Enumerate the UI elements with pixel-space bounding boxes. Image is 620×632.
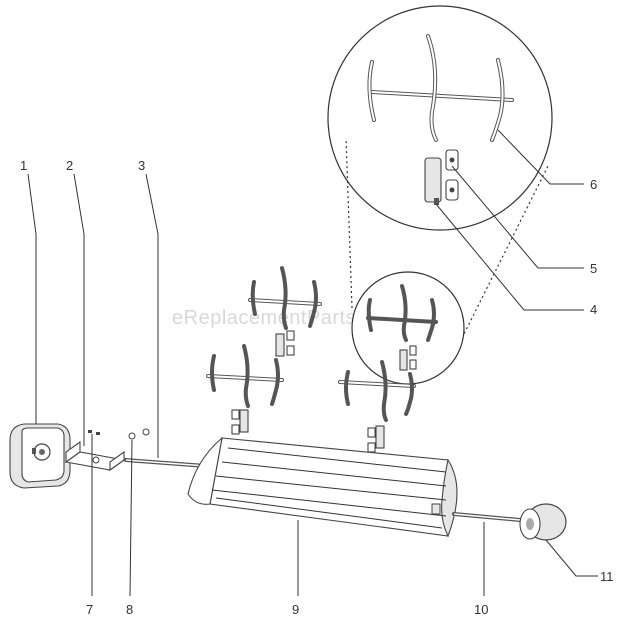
callout-8: 8 bbox=[126, 602, 133, 617]
tine-assembly-right bbox=[338, 360, 416, 453]
mounting-bracket bbox=[64, 440, 126, 472]
callout-5: 5 bbox=[590, 261, 597, 276]
end-cap bbox=[519, 503, 567, 541]
motor-housing bbox=[9, 423, 71, 489]
magnifier-connector-right bbox=[461, 165, 549, 339]
callout-3: 3 bbox=[138, 158, 145, 173]
callout-2: 2 bbox=[66, 158, 73, 173]
callout-6: 6 bbox=[590, 177, 597, 192]
callout-7: 7 bbox=[86, 602, 93, 617]
drive-shaft-left bbox=[124, 458, 208, 468]
callout-11: 11 bbox=[600, 569, 614, 584]
leader-lines bbox=[27, 129, 598, 597]
drive-shaft-right bbox=[452, 512, 522, 522]
magnifier-circle-large bbox=[327, 5, 553, 231]
callout-labels: 1 2 3 4 5 6 7 8 9 10 11 bbox=[20, 158, 614, 617]
nuts bbox=[128, 428, 150, 440]
tine-assembly-left bbox=[206, 344, 284, 435]
callout-1: 1 bbox=[20, 158, 27, 173]
callout-10: 10 bbox=[474, 602, 488, 617]
tine-assembly-top bbox=[248, 266, 322, 357]
detail-tube bbox=[424, 157, 442, 203]
magnifier-connector-left bbox=[345, 137, 353, 309]
callout-9: 9 bbox=[292, 602, 299, 617]
watermark: eReplacementParts.com bbox=[172, 307, 401, 329]
callout-4: 4 bbox=[590, 302, 597, 317]
screws bbox=[88, 430, 100, 435]
reel-drum bbox=[187, 436, 458, 538]
detail-magnifier-small bbox=[351, 271, 465, 385]
detail-magnifier-large bbox=[327, 5, 553, 231]
